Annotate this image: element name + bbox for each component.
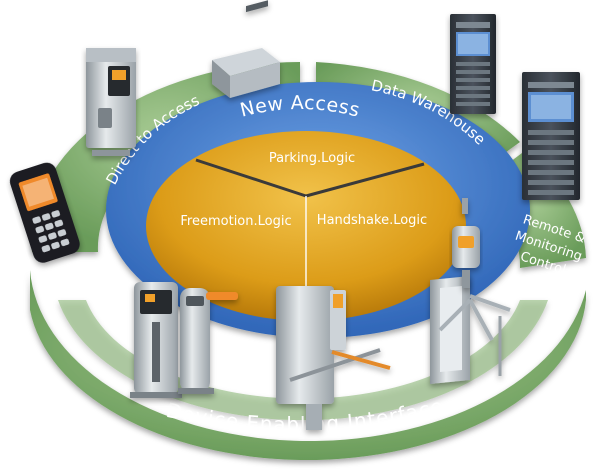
tripod-turnstile-icon xyxy=(430,276,511,384)
segment-divider-left xyxy=(195,158,307,198)
intercom-post-icon xyxy=(452,198,480,288)
segment-label-handshake: Handshake.Logic xyxy=(317,213,427,228)
segment-label-freemotion: Freemotion.Logic xyxy=(180,214,291,229)
access-terminal-icon xyxy=(86,48,136,156)
barrier-gate-icon xyxy=(178,288,238,394)
server-rack-icon xyxy=(522,72,580,200)
parking-pay-station-icon xyxy=(130,282,182,398)
mobile-phone-icon xyxy=(9,162,80,263)
segment-label-parking: Parking.Logic xyxy=(269,151,355,166)
turnstile-icon xyxy=(276,286,391,430)
server-rack-icon xyxy=(450,14,496,114)
center-disc xyxy=(146,131,466,321)
segment-divider-right xyxy=(305,162,425,198)
card-reader-icon xyxy=(212,0,280,98)
